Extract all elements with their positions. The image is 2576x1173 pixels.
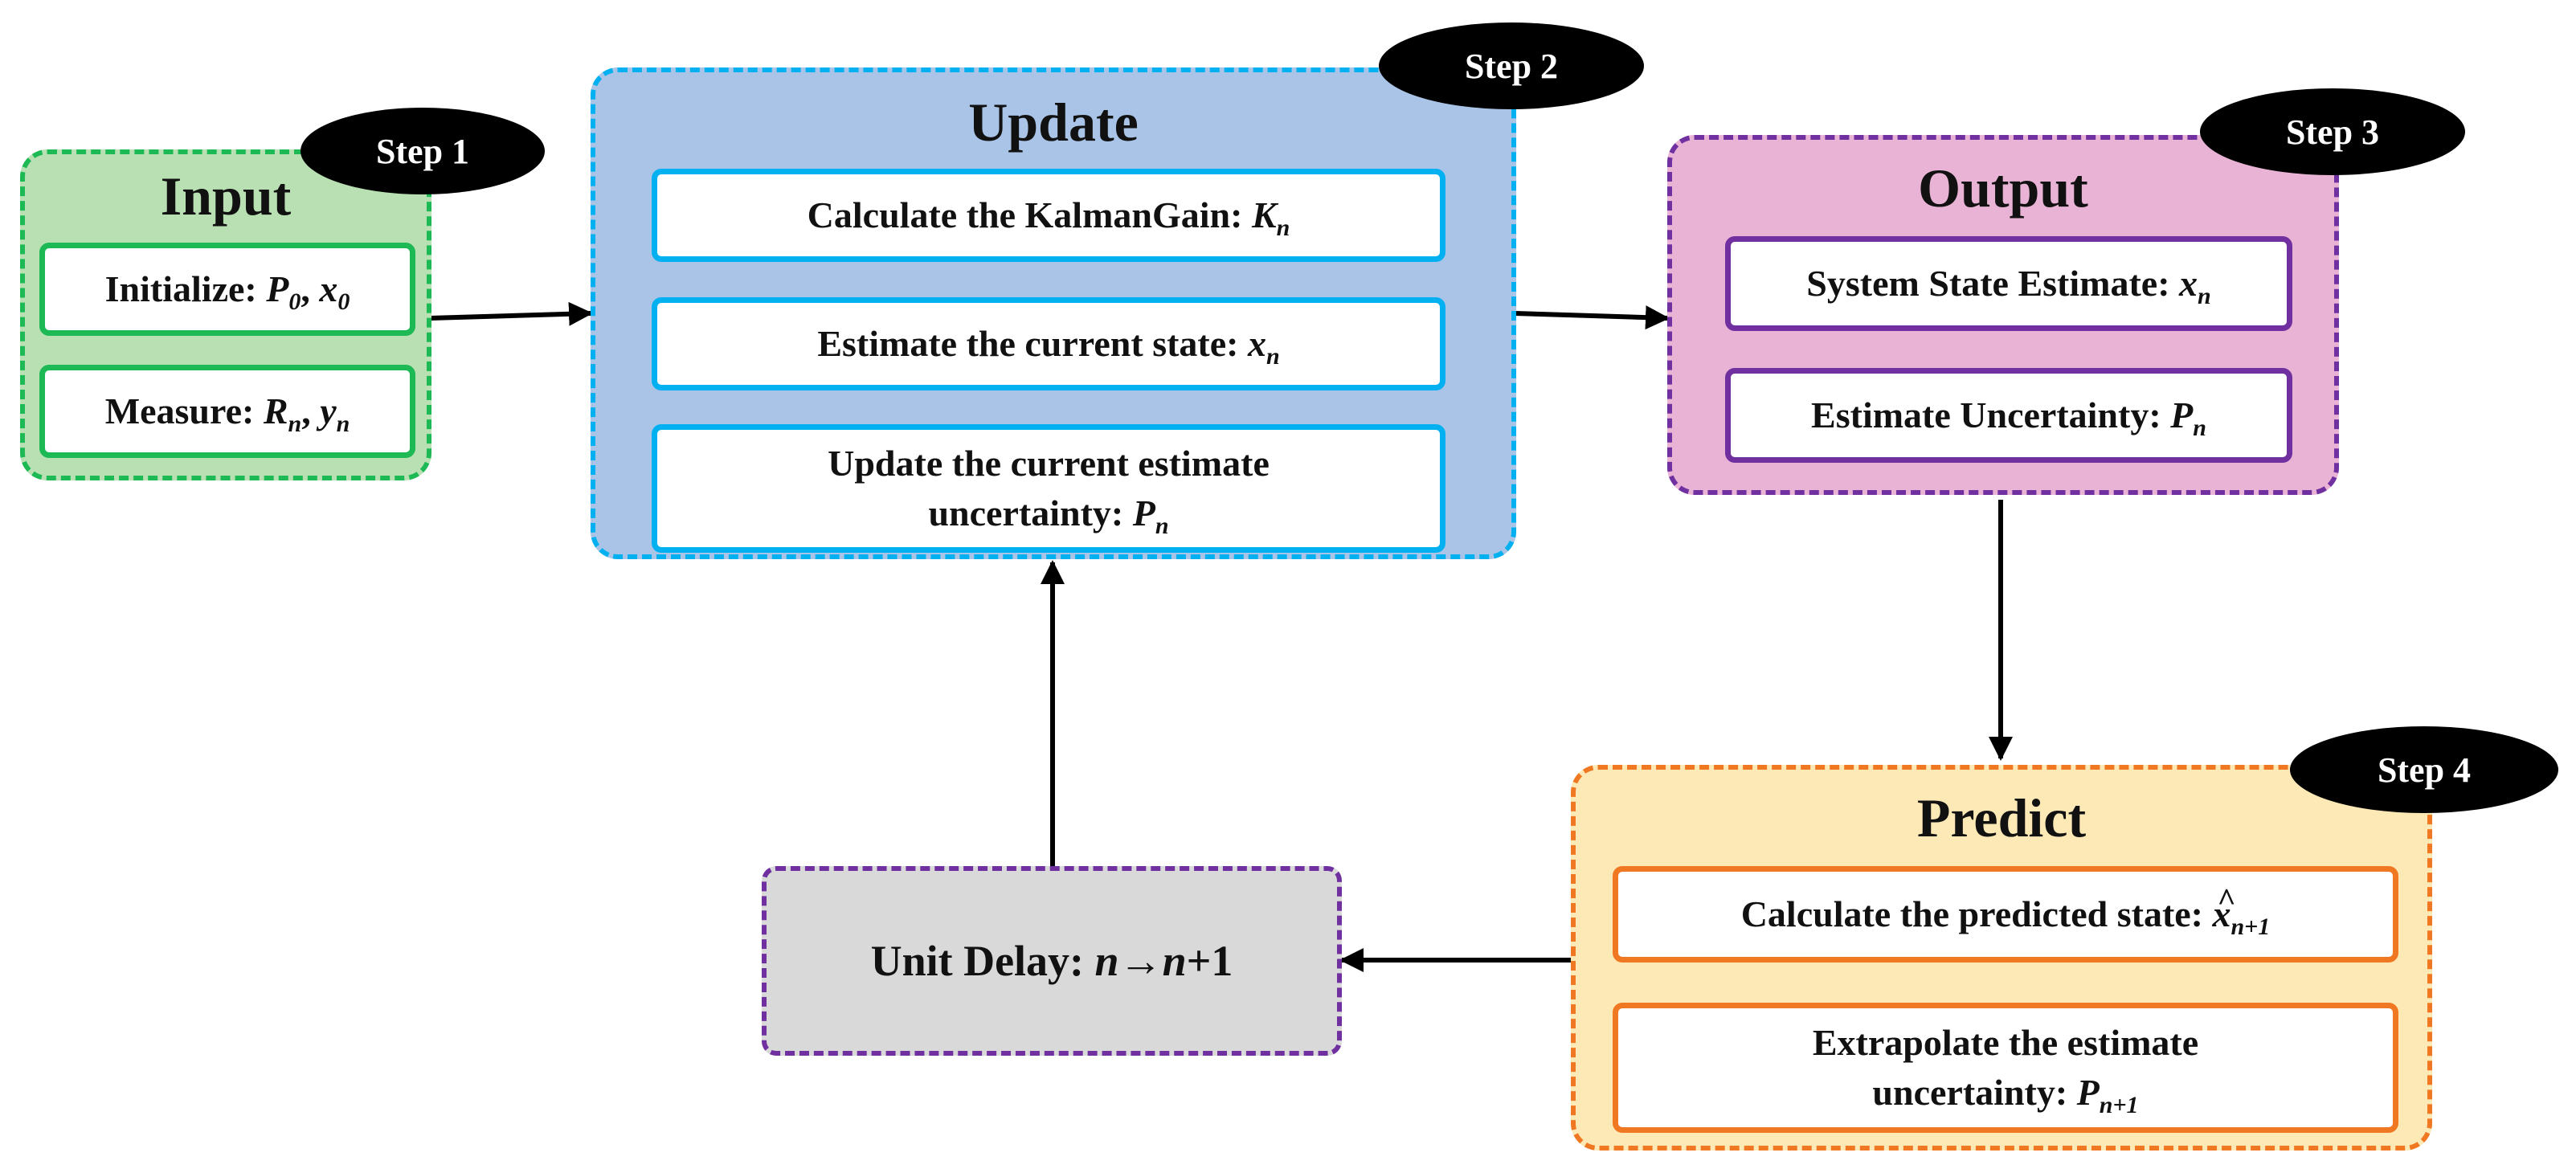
output-pn-symbol: P — [2170, 394, 2194, 435]
measure-label: Measure: — [104, 390, 264, 431]
predicted-state-label: Calculate the predicted state: — [1740, 893, 2213, 934]
input-group: Input Initialize: P0, x0 Measure: Rn, yn — [20, 149, 431, 480]
output-group: Output System State Estimate: xn Estimat… — [1667, 135, 2339, 495]
unit-delay-box: Unit Delay: n→n+1 — [762, 866, 1342, 1056]
update-title: Update — [968, 92, 1139, 153]
x0-symbol: x — [319, 268, 338, 309]
estimate-uncertainty-box: Estimate Uncertainty: Pn — [1725, 368, 2292, 463]
arrow-input-to-update — [429, 301, 593, 326]
output-xn-symbol: x — [2179, 262, 2198, 304]
current-state-label: Estimate the current state: — [817, 322, 1248, 364]
input-title: Input — [160, 166, 292, 227]
step3-badge: Step 3 — [2200, 88, 2465, 175]
current-state-box: Estimate the current state: xn — [652, 297, 1445, 390]
arrow-update-to-output — [1514, 305, 1670, 330]
update-uncertainty-line1: Update the current estimate — [828, 442, 1270, 484]
output-title: Output — [1918, 157, 2088, 219]
predicted-state-box: Calculate the predicted state: xn+1 — [1613, 866, 2398, 963]
extrapolate-line1: Extrapolate the estimate — [1812, 1021, 2199, 1063]
predict-title: Predict — [1916, 787, 2087, 848]
update-uncertainty-line2: uncertainty: — [928, 492, 1133, 533]
kalman-gain-label: Calculate the KalmanGain: — [807, 194, 1252, 235]
initialize-box: Initialize: P0, x0 — [39, 243, 415, 336]
update-group: Update Calculate the KalmanGain: Kn Esti… — [591, 67, 1516, 559]
extrapolate-line2: uncertainty: — [1872, 1072, 2077, 1113]
kalman-gain-box: Calculate the KalmanGain: Kn — [652, 169, 1445, 262]
kn-symbol: K — [1251, 194, 1277, 235]
unit-delay-label: Unit Delay: — [870, 937, 1095, 985]
predict-group: Predict Calculate the predicted state: x… — [1571, 765, 2432, 1151]
yn-symbol: y — [320, 390, 337, 431]
extrapolate-uncertainty-box: Extrapolate the estimate uncertainty: Pn… — [1613, 1003, 2398, 1133]
p0-symbol: P — [266, 268, 289, 309]
x-hat-symbol: x — [2213, 878, 2236, 939]
measure-box: Measure: Rn, yn — [39, 365, 415, 458]
system-state-box: System State Estimate: xn — [1725, 236, 2292, 331]
system-state-label: System State Estimate: — [1806, 262, 2180, 304]
xn-symbol: x — [1247, 322, 1266, 364]
pn-symbol: P — [1132, 492, 1155, 533]
step2-badge: Step 2 — [1379, 22, 1644, 109]
initialize-label: Initialize: — [104, 268, 267, 309]
step4-badge: Step 4 — [2290, 726, 2558, 813]
estimate-uncertainty-label: Estimate Uncertainty: — [1811, 394, 2171, 435]
pn1-symbol: P — [2076, 1072, 2100, 1113]
rn-symbol: R — [263, 390, 288, 431]
step1-badge: Step 1 — [301, 108, 545, 194]
delay-arrow-symbol: → — [1118, 937, 1163, 985]
update-uncertainty-box: Update the current estimate uncertainty:… — [652, 424, 1445, 553]
